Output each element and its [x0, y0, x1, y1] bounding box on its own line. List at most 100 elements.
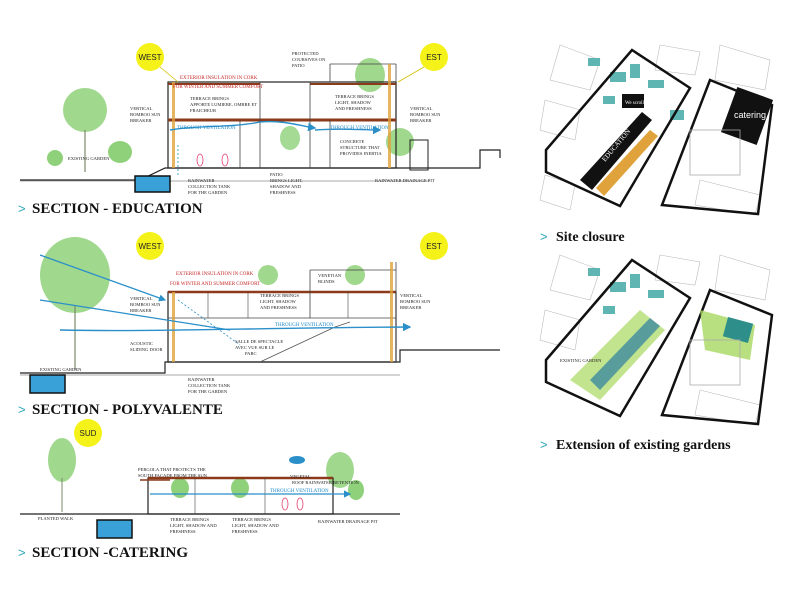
rainwater-tank	[134, 175, 171, 193]
ventilation-label: THROUGH VENTILATION	[330, 126, 389, 131]
tree	[231, 478, 249, 498]
map-existing-gardens: EXISTING GARDEN > Extension of existing …	[539, 254, 774, 453]
annotation: COLLECTION TANK	[188, 184, 231, 189]
ventilation-label: THROUGH VENTILATION	[270, 489, 329, 494]
sun-est-icon	[420, 43, 448, 71]
tree	[345, 265, 365, 285]
annotation: VEGETAL	[290, 474, 311, 479]
annotation: VERTICAL	[410, 106, 433, 111]
tree	[48, 438, 76, 482]
annotation: STRUCTURE THAT	[340, 145, 380, 150]
tree	[47, 150, 63, 166]
annotation: SALLE DE SPECTACLE	[235, 339, 283, 344]
annotation: SLIDING DOOR	[130, 347, 163, 352]
annotation: TERRACE BRINGS	[232, 517, 271, 522]
insulation-note: EXTERIOR INSULATION IN CORK	[180, 76, 258, 81]
annotation: AVEC VUE SUR LE	[235, 345, 274, 350]
annotation: PROVIDES INERTIA	[340, 151, 382, 156]
tree	[280, 126, 300, 150]
annotation: TERRACE BRINGS	[170, 517, 209, 522]
section-title: SECTION - POLYVALENTE	[32, 402, 223, 418]
section-title: SECTION - EDUCATION	[32, 201, 203, 217]
sun-est-icon	[420, 232, 448, 260]
annotation: RAINWATER DRAINAGE PIT	[318, 519, 378, 524]
chevron-icon: >	[18, 201, 26, 216]
annotation: FRESHNESS	[232, 529, 258, 534]
annotation: SOUTH FACADE FROM THE SUN	[138, 473, 208, 478]
annotation: AND FRESHNESS	[260, 305, 297, 310]
rain-cloud-icon	[289, 456, 305, 464]
sun-west-icon	[136, 232, 164, 260]
section-polyvalente: WEST EST EXTERIOR INSULATION IN CORK FOR…	[18, 232, 500, 418]
annotation: TERRACE BRINGS	[190, 96, 229, 101]
annotation: VENETIAN	[318, 273, 342, 278]
rainwater-tank	[29, 374, 66, 394]
annotation: TERRACE BRINGS	[335, 94, 374, 99]
annotation: PATIO	[270, 172, 283, 177]
annotation: BREAKER	[400, 305, 422, 310]
annotation: RAINWATER	[188, 377, 215, 382]
map-label: EXISTING GARDEN	[560, 358, 602, 363]
chevron-icon: >	[540, 437, 548, 452]
insulation-note: FOR WINTER AND SUMMER COMFORT	[173, 85, 263, 90]
annotation: PATIO	[292, 63, 305, 68]
annotation: VERTICAL	[400, 293, 423, 298]
annotation: VERTICAL	[130, 296, 153, 301]
annotation: BREAKER	[130, 118, 152, 123]
annotation: COLLECTION TANK	[188, 383, 231, 388]
ventilation-label: THROUGH VENTILATION	[275, 323, 334, 328]
annotation: LIGHT, SHADOW AND	[232, 523, 279, 529]
map-site-closure: EDUCATION We scroll catering > Site clos…	[539, 38, 774, 245]
annotation: BLINDS	[318, 279, 335, 284]
annotation: CONCRETE	[340, 139, 364, 144]
tree	[386, 128, 414, 156]
annotation: RAINWATER DRAINAGE PIT	[375, 178, 435, 183]
insulation-note: FOR WINTER AND SUMMER COMFORT	[170, 282, 260, 287]
annotation: AND FRESHNESS	[335, 106, 372, 111]
annotation: EXISTING GARDEN	[40, 367, 82, 372]
annotation: PLANTED WALK	[38, 516, 74, 521]
annotation: FRAICHEUR	[190, 108, 217, 113]
insulation-note: EXTERIOR INSULATION IN CORK	[176, 272, 254, 277]
section-title: SECTION -CATERING	[32, 545, 188, 561]
tree	[40, 237, 110, 313]
annotation: APPORTE LUMIERE, OMBRE ET	[190, 102, 257, 108]
section-catering: SUD THROUGH VENTILATION PERGOLA THAT PRO…	[18, 419, 400, 561]
chevron-icon: >	[18, 545, 26, 560]
section-education: WEST EST EXTERIOR INSULATION IN CORK FOR…	[18, 43, 501, 217]
annotation: FOR THE GARDEN	[188, 389, 228, 394]
annotation: FRESHNESS	[170, 529, 196, 534]
rainwater-tank	[96, 519, 133, 539]
annotation: BOMBOO SUN	[410, 112, 441, 117]
annotation: VERTICAL	[130, 106, 153, 111]
annotation: PERGOLA THAT PROTECTS THE	[138, 467, 206, 472]
tree	[108, 141, 132, 163]
sun-label: EST	[426, 242, 442, 251]
annotation: BOMBOO SUN	[130, 302, 161, 307]
annotation: BOMBOO SUN	[400, 299, 431, 304]
annotation: PARC	[245, 351, 257, 356]
tree	[63, 88, 107, 132]
annotation: PROTECTED	[292, 51, 319, 56]
annotation: LIGHT, SHADOW	[335, 100, 372, 106]
annotation: BOMBOO SUN	[130, 112, 161, 117]
sun-west-icon	[136, 43, 164, 71]
annotation: TERRACE BRINGS	[260, 293, 299, 298]
map-label: We scroll	[625, 101, 645, 106]
sun-label: WEST	[138, 53, 161, 62]
chevron-icon: >	[540, 229, 548, 244]
annotation: SHADOW AND	[270, 184, 302, 189]
annotation: FOR THE GARDEN	[188, 190, 228, 195]
annotation: FRESHNESS	[270, 190, 296, 195]
annotation: BREAKER	[410, 118, 432, 123]
annotation: BREAKER	[130, 308, 152, 313]
annotation: LIGHT, SHADOW AND	[170, 523, 217, 529]
sun-label: EST	[426, 53, 442, 62]
chevron-icon: >	[18, 402, 26, 417]
ventilation-label: THROUGH VENTILATION	[177, 126, 236, 131]
map-title: Extension of existing gardens	[556, 438, 731, 453]
sun-sud-icon	[74, 419, 102, 447]
annotation: BRINGS LIGHT,	[270, 178, 303, 184]
annotation: ACOUSTIC	[130, 341, 153, 346]
